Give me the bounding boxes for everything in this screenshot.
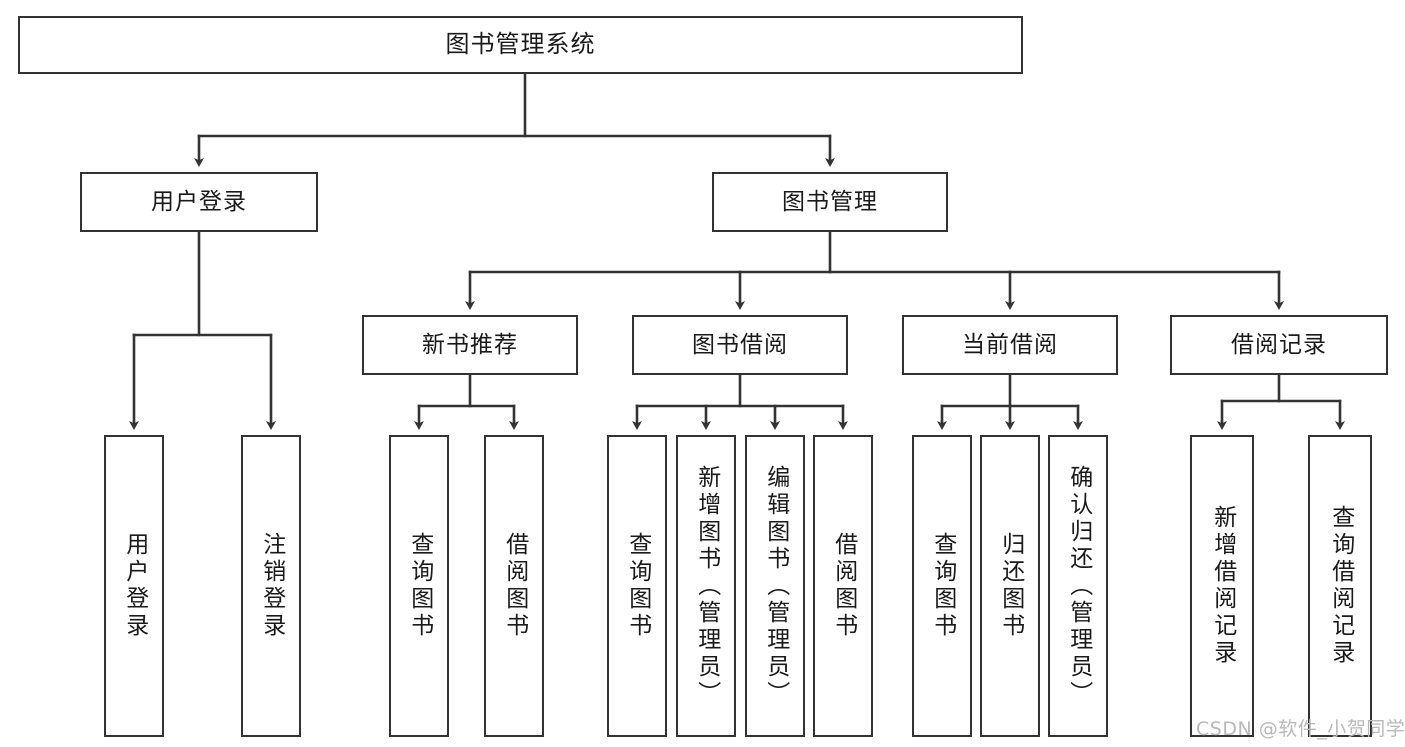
node-label: 图书管理系统 [445, 30, 596, 59]
node-label: 图书借阅 [692, 331, 788, 358]
node-label: 借阅记录 [1231, 331, 1327, 358]
node-user-login[interactable]: 用户登录 [80, 172, 318, 232]
leaf-edit-book-admin[interactable]: 编辑图书（管理员） [745, 435, 805, 737]
node-root[interactable]: 图书管理系统 [18, 16, 1023, 74]
node-label: 借阅图书 [501, 532, 528, 640]
node-label: 新增借阅记录 [1209, 505, 1236, 667]
node-label: 当前借阅 [962, 331, 1058, 358]
leaf-borrow-book[interactable]: 借阅图书 [813, 435, 873, 737]
node-label: 编辑图书（管理员） [762, 464, 789, 708]
leaf-confirm-return-admin[interactable]: 确认归还（管理员） [1048, 435, 1108, 737]
leaf-query-book-newbook[interactable]: 查询图书 [389, 435, 449, 737]
node-book-management[interactable]: 图书管理 [712, 172, 948, 232]
leaf-borrow-book-newbook[interactable]: 借阅图书 [484, 435, 544, 737]
node-current-borrow[interactable]: 当前借阅 [902, 315, 1118, 375]
leaf-add-borrow-record[interactable]: 新增借阅记录 [1190, 435, 1254, 737]
leaf-logout[interactable]: 注销登录 [241, 435, 301, 737]
node-label: 归还图书 [997, 532, 1024, 640]
node-label: 查询借阅记录 [1327, 505, 1354, 667]
leaf-query-book-current[interactable]: 查询图书 [912, 435, 972, 737]
node-label: 查询图书 [624, 532, 651, 640]
leaf-query-book-borrow[interactable]: 查询图书 [607, 435, 667, 737]
node-label: 注销登录 [258, 532, 285, 640]
node-label: 用户登录 [121, 532, 148, 640]
leaf-add-book-admin[interactable]: 新增图书（管理员） [676, 435, 736, 737]
node-label: 新书推荐 [422, 331, 518, 358]
node-book-borrow[interactable]: 图书借阅 [632, 315, 848, 375]
node-label: 查询图书 [929, 532, 956, 640]
watermark: CSDN @软件_小贺同学 [1196, 718, 1405, 740]
node-label: 用户登录 [151, 188, 247, 215]
node-label: 查询图书 [406, 532, 433, 640]
node-label: 新增图书（管理员） [693, 464, 720, 708]
leaf-query-borrow-record[interactable]: 查询借阅记录 [1308, 435, 1372, 737]
node-new-book-recommend[interactable]: 新书推荐 [362, 315, 578, 375]
node-label: 借阅图书 [830, 532, 857, 640]
node-label: 确认归还（管理员） [1065, 464, 1092, 708]
node-borrow-record[interactable]: 借阅记录 [1170, 315, 1388, 375]
leaf-user-login[interactable]: 用户登录 [104, 435, 164, 737]
leaf-return-book[interactable]: 归还图书 [980, 435, 1040, 737]
node-label: 图书管理 [782, 188, 878, 215]
